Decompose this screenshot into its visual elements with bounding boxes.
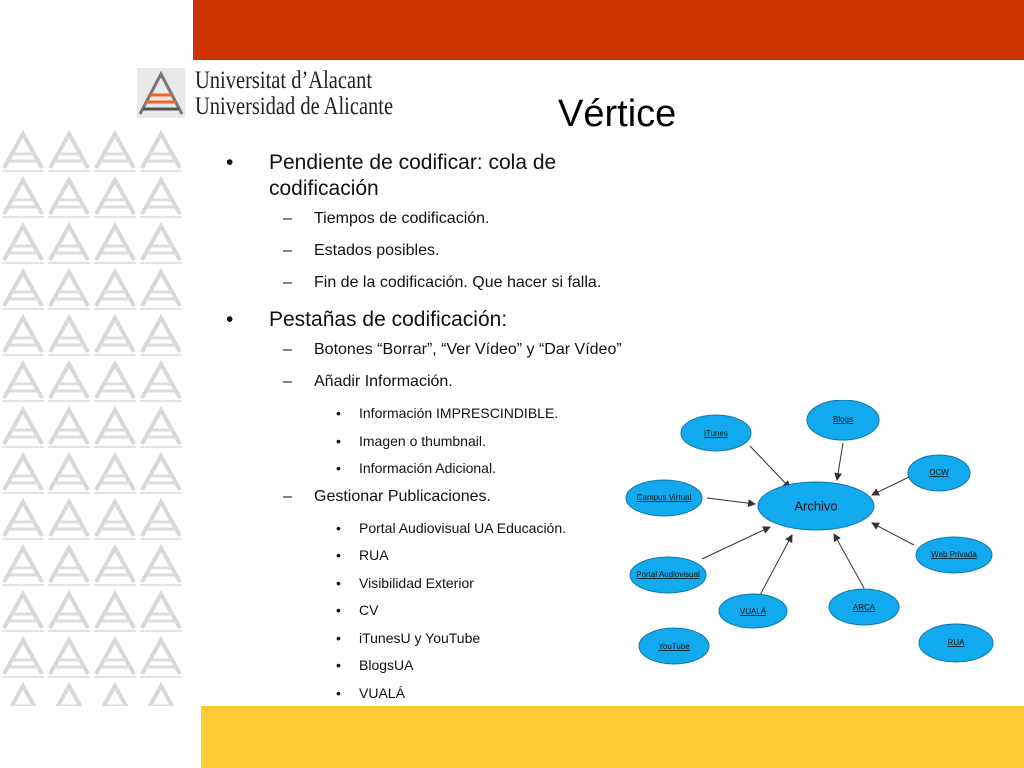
- small-bullet-marker: •: [336, 432, 341, 449]
- sub-bullet-text: Tiempos de codificación.: [314, 210, 490, 227]
- sub-bullet-item: – Añadir Información.: [226, 372, 646, 392]
- bullet-item: • Pestañas de codificación:: [226, 307, 646, 333]
- sub-bullet-item: – Tiempos de codificación.: [226, 209, 646, 229]
- sub-bullet-item: – Gestionar Publicaciones.: [226, 487, 646, 507]
- diagram-nodes: [625, 400, 994, 665]
- node-blogs: [806, 400, 880, 441]
- node-vuala: [718, 593, 788, 629]
- node-label-campus: Campus Virtual: [637, 493, 692, 502]
- sub-sub-bullet-text: CV: [359, 602, 379, 618]
- node-label-itunes: iTunes: [704, 429, 728, 438]
- node-label-center: Archivo: [794, 498, 837, 513]
- sub-bullet-text: Fin de la codificación. Que hacer si fal…: [314, 274, 602, 291]
- small-bullet-marker: •: [336, 519, 341, 536]
- sub-sub-bullet-text: iTunesU y YouTube: [359, 629, 481, 646]
- sub-sub-bullet-item: • Imagen o thumbnail.: [226, 432, 646, 450]
- node-label-webprivada: Web Privada: [931, 550, 977, 559]
- sub-sub-bullet-text: Información IMPRESCINDIBLE.: [359, 405, 559, 421]
- arrow-campus: [706, 497, 756, 508]
- node-label-ocw: OCW: [929, 468, 949, 477]
- bullet-text: Pestañas de codificación:: [269, 308, 508, 331]
- sub-sub-bullet-item: • Información IMPRESCINDIBLE.: [226, 404, 646, 422]
- sub-bullet-item: – Botones “Borrar”, “Ver Vídeo” y “Dar Ví…: [226, 340, 646, 360]
- university-emblem-icon: [137, 68, 185, 118]
- dash-marker: –: [283, 242, 292, 259]
- sub-sub-bullet-text: Imagen o thumbnail.: [359, 432, 486, 449]
- sub-bullet-text: Estados posibles.: [314, 242, 440, 259]
- sub-sub-bullet-item: • RUA: [226, 546, 646, 564]
- small-bullet-marker: •: [336, 460, 341, 476]
- arrow-blogs: [834, 442, 844, 481]
- node-arca: [828, 588, 900, 626]
- header-red-bar: [193, 0, 1024, 60]
- bullet-marker: •: [226, 308, 234, 331]
- small-bullet-marker: •: [336, 602, 341, 618]
- sub-bullet-text: Gestionar Publicaciones.: [314, 487, 491, 505]
- small-bullet-marker: •: [336, 574, 341, 591]
- sub-sub-bullet-item: • Portal Audiovisual UA Educación.: [226, 519, 646, 537]
- arrow-portal: [701, 526, 771, 560]
- sub-sub-bullet-text: Portal Audiovisual UA Educación.: [359, 519, 567, 536]
- sub-sub-bullet-text: VUALÁ: [359, 684, 405, 701]
- archive-diagram: iTunes Blogs OCW Campus Virtual Archivo …: [625, 400, 994, 665]
- node-ocw: [907, 454, 971, 492]
- sub-bullet-text: Botones “Borrar”, “Ver Vídeo” y “Dar Víd…: [314, 341, 622, 358]
- arrow-vuala: [759, 534, 793, 596]
- sub-sub-bullet-item: • VUALÁ: [226, 684, 646, 702]
- bullet-text: Pendiente de codificar: cola de codifica…: [269, 151, 557, 200]
- arrow-ocw: [871, 476, 910, 496]
- node-label-vuala: VUALÁ: [740, 607, 767, 616]
- dash-marker: –: [283, 274, 292, 291]
- footer-yellow-bar: [201, 706, 1024, 768]
- bullet-item: • Pendiente de codificar: cola de codific…: [226, 150, 646, 202]
- small-bullet-marker: •: [336, 629, 341, 646]
- diagram-labels: iTunes Blogs OCW Campus Virtual Archivo …: [636, 415, 977, 651]
- university-name-line1: Universitat d’Alacant: [195, 67, 373, 94]
- node-youtube: [638, 627, 710, 665]
- node-label-youtube: YouTube: [658, 642, 690, 651]
- decorative-logo-pattern: [0, 128, 185, 706]
- small-bullet-marker: •: [336, 405, 341, 421]
- node-rua: [918, 623, 994, 663]
- small-bullet-marker: •: [336, 684, 341, 701]
- node-label-blogs: Blogs: [833, 415, 853, 424]
- node-webprivada: [915, 536, 993, 574]
- arrow-webprivada: [871, 522, 915, 546]
- sub-bullet-item: – Fin de la codificación. Que hacer si fa…: [226, 273, 646, 293]
- sub-sub-bullet-item: • CV: [226, 601, 646, 619]
- sub-sub-bullet-item: • Visibilidad Exterior: [226, 574, 646, 592]
- university-name-line2: Universidad de Alicante: [195, 93, 394, 120]
- sub-sub-bullet-item: • BlogsUA: [226, 656, 646, 674]
- node-label-portal: Portal Audiovisual: [636, 570, 700, 579]
- diagram-arrows: [701, 442, 915, 596]
- arrow-itunes: [749, 445, 791, 489]
- sub-sub-bullet-text: BlogsUA: [359, 657, 414, 673]
- arrow-arca: [833, 533, 865, 589]
- node-center: [757, 481, 875, 531]
- sub-bullet-item: – Estados posibles.: [226, 241, 646, 261]
- dash-marker: –: [283, 210, 292, 227]
- sub-bullet-text: Añadir Información.: [314, 373, 453, 390]
- node-itunes: [680, 414, 752, 452]
- bullet-list: • Pendiente de codificar: cola de codific…: [226, 150, 646, 711]
- sub-sub-bullet-text: RUA: [359, 547, 389, 563]
- small-bullet-marker: •: [336, 657, 341, 673]
- sub-sub-bullet-item: • Información Adicional.: [226, 459, 646, 477]
- small-bullet-marker: •: [336, 547, 341, 563]
- dash-marker: –: [283, 487, 292, 505]
- sub-sub-bullet-text: Visibilidad Exterior: [359, 574, 474, 591]
- bullet-marker: •: [226, 151, 234, 174]
- slide-title: Vértice: [558, 93, 677, 135]
- dash-marker: –: [283, 373, 292, 390]
- university-name: Universitat d’Alacant Universidad de Ali…: [195, 68, 393, 120]
- node-portal: [629, 556, 707, 594]
- node-label-arca: ARCA: [853, 603, 876, 612]
- node-campus: [625, 479, 703, 517]
- sub-sub-bullet-text: Información Adicional.: [359, 460, 496, 476]
- node-label-rua: RUA: [948, 638, 966, 647]
- university-logo: Universitat d’Alacant Universidad de Ali…: [137, 68, 437, 120]
- dash-marker: –: [283, 341, 292, 358]
- sub-sub-bullet-item: • iTunesU y YouTube: [226, 629, 646, 647]
